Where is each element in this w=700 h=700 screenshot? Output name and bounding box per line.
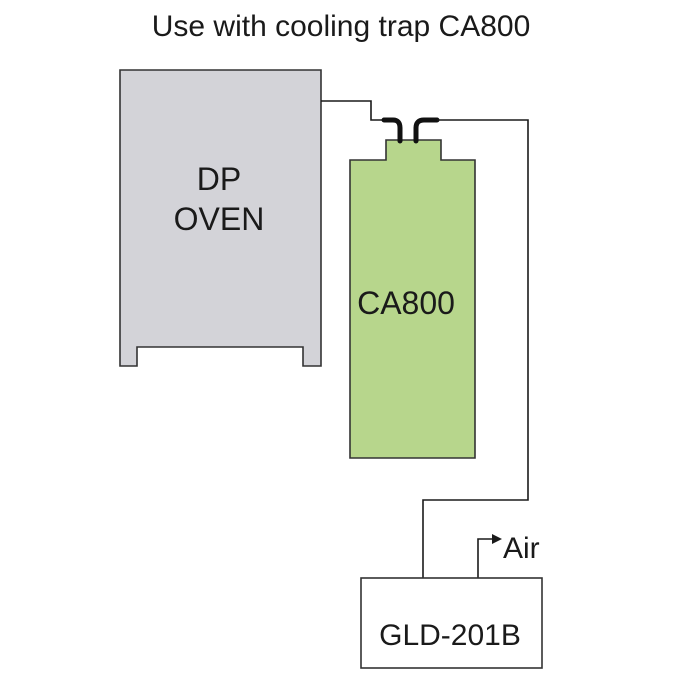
diagram-title: Use with cooling trap CA800	[152, 10, 531, 43]
trap-inlet-fitting	[381, 117, 403, 144]
gld-201b-label: GLD-201B	[379, 619, 521, 652]
air-outlet-label: Air	[503, 532, 540, 565]
trap-outlet-fitting	[413, 117, 440, 144]
ca800-trap-body	[349, 139, 476, 459]
detector-exhaust-tube	[477, 538, 495, 578]
ca800-label: CA800	[357, 285, 455, 321]
dp-oven-label-line2: OVEN	[174, 201, 265, 237]
gld-201b-box	[360, 577, 543, 669]
oven-to-trap-tube	[321, 100, 385, 121]
dp-oven-box	[119, 69, 322, 367]
trap-to-detector-tube	[422, 119, 529, 578]
dp-oven-label-line1: DP	[197, 161, 241, 197]
exhaust-arrow-head	[492, 534, 502, 544]
